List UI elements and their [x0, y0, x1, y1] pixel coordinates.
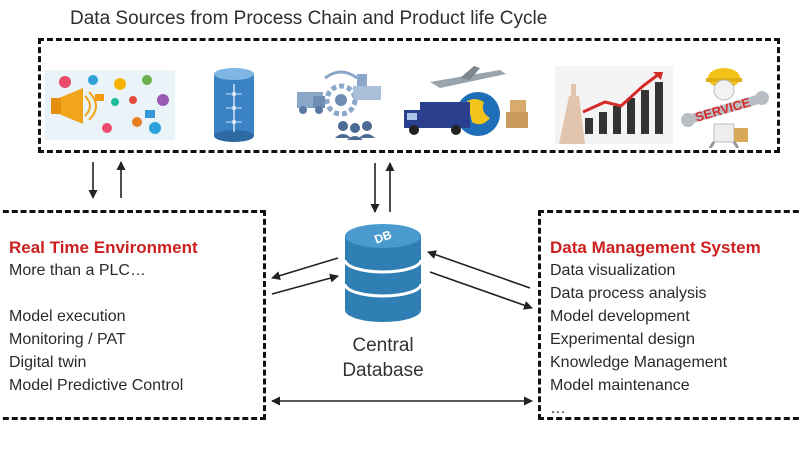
- growth-chart-icon: [555, 66, 673, 144]
- real-time-environment-box: [0, 210, 266, 420]
- logistics-globe-icon: [404, 66, 528, 136]
- marketing-collage-icon: [45, 70, 175, 140]
- rte-item: Model execution: [9, 308, 126, 325]
- real-time-environment-subheading: More than a PLC…: [9, 262, 146, 279]
- database-icon: DB: [343, 224, 423, 322]
- dms-item: …: [550, 400, 566, 417]
- data-management-system-box: [538, 210, 800, 420]
- service-wrench-icon: SERVICE: [681, 68, 769, 148]
- arrow-db-to-rte: [271, 257, 339, 280]
- arrow-dms-to-db: [427, 250, 531, 289]
- arrow-rte-to-db: [271, 273, 339, 295]
- data-management-system-heading: Data Management System: [550, 238, 761, 257]
- diagram-title: Data Sources from Process Chain and Prod…: [70, 8, 548, 29]
- supply-chain-gears-icon: [297, 70, 381, 140]
- real-time-environment-heading: Real Time Environment: [9, 238, 198, 257]
- dms-item: Model development: [550, 308, 690, 325]
- central-database-label-line1: Central: [352, 335, 414, 356]
- dms-item: Data visualization: [550, 262, 676, 279]
- dms-item: Model maintenance: [550, 377, 690, 394]
- dms-item: Data process analysis: [550, 285, 707, 302]
- arrow-db-to-dms: [429, 271, 533, 310]
- data-sources-box: [38, 38, 780, 153]
- database-icon-text: DB: [372, 227, 393, 246]
- central-database-label-line2: Database: [342, 360, 424, 381]
- rte-item: Monitoring / PAT: [9, 331, 126, 348]
- dms-item: Knowledge Management: [550, 354, 728, 371]
- rte-item: Model Predictive Control: [9, 377, 184, 394]
- rte-item: Digital twin: [9, 354, 87, 371]
- storage-tank-icon: [214, 68, 254, 142]
- dms-item: Experimental design: [550, 331, 695, 348]
